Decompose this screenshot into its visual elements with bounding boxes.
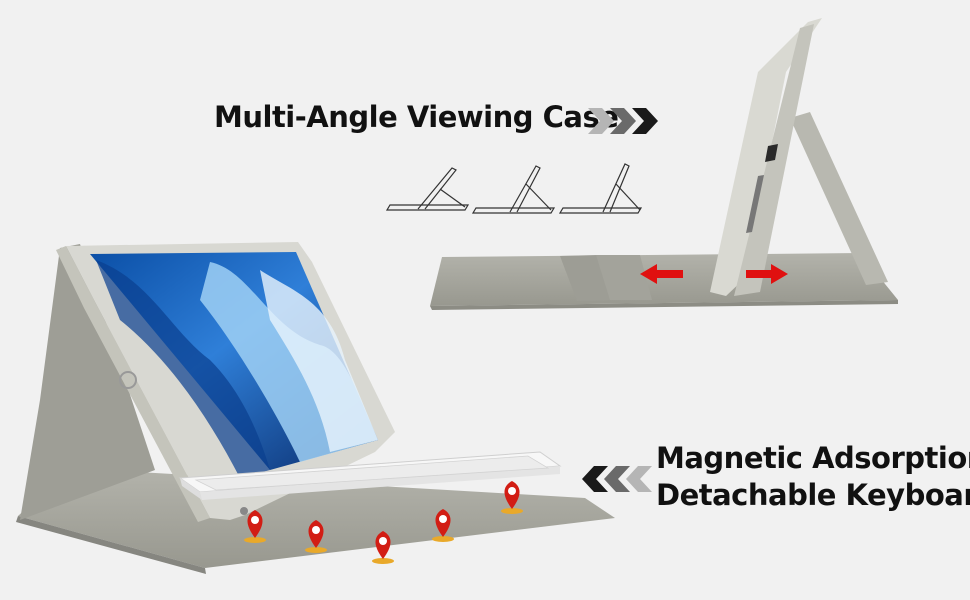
- arrow-left-icon: [640, 264, 683, 284]
- keyboard: [178, 451, 562, 500]
- upright-tablet-case: [430, 18, 898, 310]
- arrow-right-icon: [746, 264, 788, 284]
- tablet-keyboard-case: [16, 242, 615, 574]
- location-pin-icon: [244, 510, 266, 543]
- location-pin-icon: [372, 531, 394, 564]
- magnetic-title: Magnetic Adsorption: [656, 441, 970, 475]
- location-pin-icon: [501, 481, 523, 514]
- chevron-right-icon: [588, 108, 658, 134]
- detachable-title: Detachable Keyboard: [656, 478, 970, 512]
- chevron-left-icon: [582, 466, 652, 492]
- stand-angle-icon: [471, 165, 556, 214]
- location-pin-icon: [305, 520, 327, 553]
- stand-angle-icon: [385, 167, 470, 211]
- stand-angle-icon: [558, 163, 643, 214]
- multi-angle-title: Multi-Angle Viewing Case: [214, 100, 619, 134]
- location-pin-icon: [432, 509, 454, 542]
